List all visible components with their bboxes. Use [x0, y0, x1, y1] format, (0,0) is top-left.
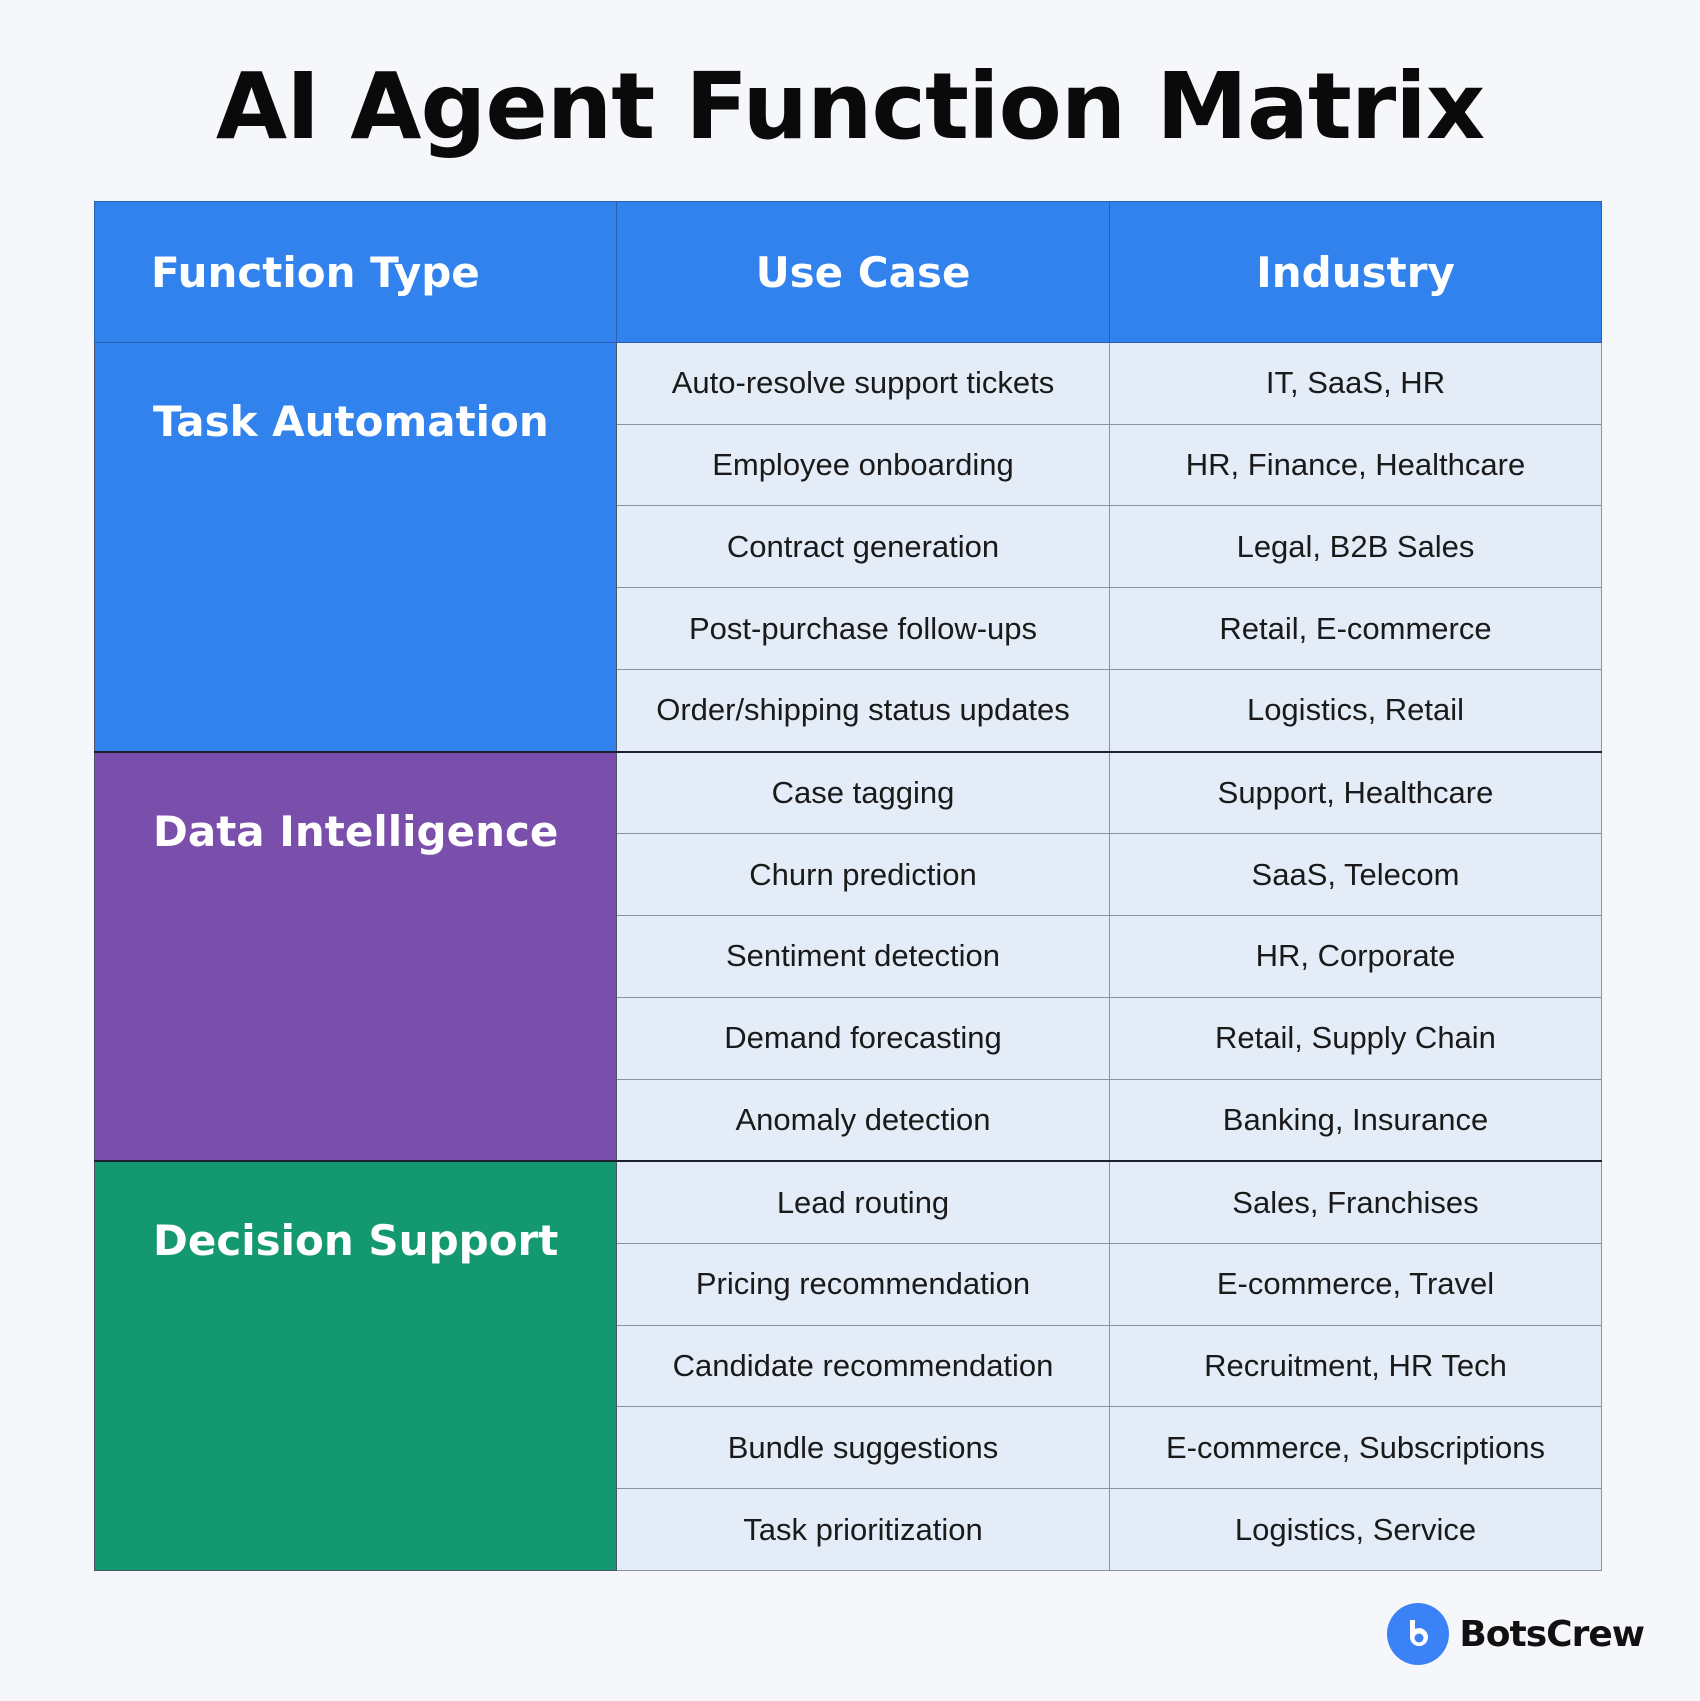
industry-cell: E-commerce, Travel: [1109, 1242, 1602, 1326]
industry-cell: Sales, Franchises: [1109, 1160, 1602, 1244]
table-row: Data Intelligence Case tagging Support, …: [94, 750, 1602, 1162]
table-row: Contract generation Legal, B2B Sales: [95, 505, 1602, 589]
group-data-intelligence: Data Intelligence: [94, 750, 617, 1162]
industry-cell: Banking, Insurance: [1109, 1078, 1602, 1162]
use-case-cell: Demand forecasting: [616, 996, 1110, 1080]
use-case-cell: Churn prediction: [616, 833, 1110, 917]
use-case-cell: Pricing recommendation: [616, 1242, 1110, 1326]
brand-name: BotsCrew: [1459, 1613, 1645, 1655]
industry-cell: Support, Healthcare: [1109, 750, 1602, 835]
brand-logo: BotsCrew: [1387, 1603, 1645, 1665]
header-industry: Industry: [1109, 201, 1602, 343]
table-row: Pricing recommendation E-commerce, Trave…: [95, 1242, 1602, 1326]
table-row: Task prioritization Logistics, Service: [95, 1488, 1602, 1571]
industry-cell: SaaS, Telecom: [1109, 833, 1602, 917]
table-row: Churn prediction SaaS, Telecom: [95, 833, 1602, 917]
table-row: Order/shipping status updates Logistics,…: [95, 668, 1602, 753]
group-task-automation: Task Automation: [94, 341, 617, 753]
use-case-cell: Post-purchase follow-ups: [616, 587, 1110, 670]
page-title: AI Agent Function Matrix: [215, 53, 1485, 160]
use-case-cell: Anomaly detection: [616, 1078, 1110, 1162]
function-matrix-table: Function Type Use Case Industry Task Aut…: [94, 201, 1602, 1572]
use-case-cell: Contract generation: [616, 505, 1110, 589]
industry-cell: Logistics, Retail: [1109, 668, 1602, 753]
industry-cell: E-commerce, Subscriptions: [1109, 1406, 1602, 1490]
header-function-type: Function Type: [94, 201, 617, 343]
use-case-cell: Sentiment detection: [616, 915, 1110, 998]
table-row: Task Automation Auto-resolve support tic…: [94, 341, 1602, 753]
table-row: Bundle suggestions E-commerce, Subscript…: [95, 1406, 1602, 1490]
table-row: Decision Support Lead routing Sales, Fra…: [94, 1160, 1602, 1572]
table-row: Candidate recommendation Recruitment, HR…: [95, 1324, 1602, 1408]
table-row: Post-purchase follow-ups Retail, E-comme…: [95, 587, 1602, 670]
group-decision-support: Decision Support: [94, 1160, 617, 1572]
use-case-cell: Bundle suggestions: [616, 1406, 1110, 1490]
use-case-cell: Case tagging: [616, 750, 1110, 835]
use-case-cell: Order/shipping status updates: [616, 668, 1110, 753]
industry-cell: Retail, Supply Chain: [1109, 996, 1602, 1080]
header-use-case: Use Case: [616, 201, 1110, 343]
use-case-cell: Task prioritization: [616, 1488, 1110, 1571]
industry-cell: Legal, B2B Sales: [1109, 505, 1602, 589]
industry-cell: HR, Finance, Healthcare: [1109, 423, 1602, 507]
table-row: Demand forecasting Retail, Supply Chain: [95, 996, 1602, 1080]
header-row: Function Type Use Case Industry: [94, 201, 1602, 343]
industry-cell: Retail, E-commerce: [1109, 587, 1602, 670]
use-case-cell: Candidate recommendation: [616, 1324, 1110, 1408]
b-circle-icon: [1387, 1603, 1450, 1665]
use-case-cell: Lead routing: [616, 1160, 1110, 1244]
industry-cell: Recruitment, HR Tech: [1109, 1324, 1602, 1408]
table-row: Sentiment detection HR, Corporate: [95, 915, 1602, 998]
industry-cell: HR, Corporate: [1109, 915, 1602, 998]
industry-cell: Logistics, Service: [1109, 1488, 1602, 1571]
use-case-cell: Auto-resolve support tickets: [616, 342, 1110, 425]
use-case-cell: Employee onboarding: [616, 423, 1110, 507]
table-row: Employee onboarding HR, Finance, Healthc…: [95, 423, 1602, 507]
industry-cell: IT, SaaS, HR: [1109, 342, 1602, 425]
